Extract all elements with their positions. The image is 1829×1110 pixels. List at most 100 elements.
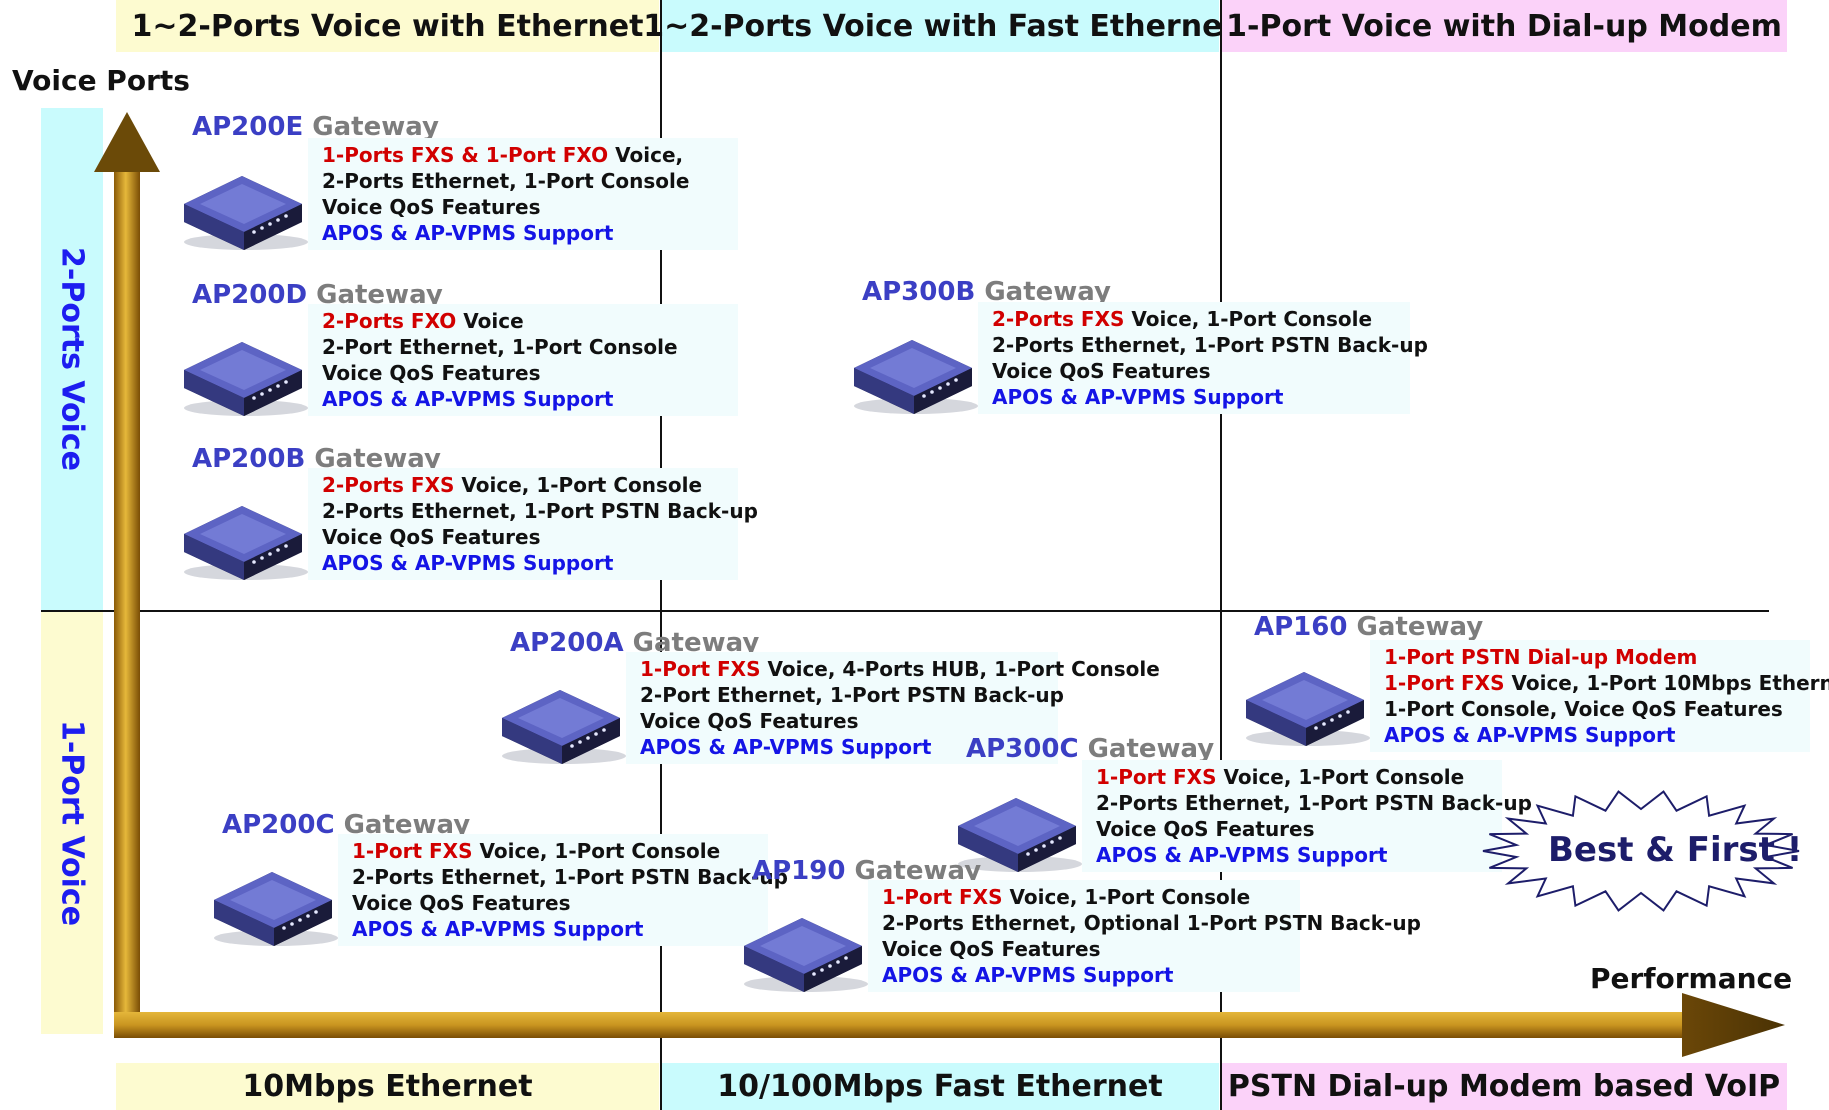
spec-segment: Voice [456, 309, 524, 333]
product-spec-line: 2-Ports FXS Voice, 1-Port Console [992, 306, 1396, 332]
product-title: AP200B Gateway [192, 444, 441, 474]
x-axis-shaft [114, 1012, 1684, 1038]
gateway-device-icon [214, 872, 338, 946]
spec-segment: 2-Ports FXS [992, 307, 1125, 331]
y-axis-label: Voice Ports [12, 64, 190, 97]
spec-segment: Voice QoS Features [992, 359, 1211, 383]
product-spec-line: 1-Port FXS Voice, 4-Ports HUB, 1-Port Co… [640, 656, 1160, 682]
spec-segment: 2-Ports Ethernet, 1-Port PSTN Back-up [322, 499, 758, 523]
spec-segment: APOS & AP-VPMS Support [882, 963, 1174, 987]
product-description: 1-Ports FXS & 1-Port FXO Voice,2-Ports E… [308, 138, 738, 250]
spec-segment: Voice QoS Features [322, 525, 541, 549]
divider-line-2 [1220, 0, 1222, 1110]
spec-segment: 1-Port FXS [1384, 671, 1505, 695]
product-spec-line: 2-Ports Ethernet, 1-Port Console [322, 168, 724, 194]
spec-segment: 1-Ports FXS & 1-Port FXO [322, 143, 609, 167]
top-band-fast-ethernet: 1~2-Ports Voice with Fast Ethernet [643, 0, 1237, 52]
product-model: AP200E [192, 112, 304, 142]
top-band-dialup: 1-Port Voice with Dial-up Modem [1221, 0, 1787, 52]
product-spec-line: 2-Ports Ethernet, 1-Port PSTN Back-up [322, 498, 758, 524]
spec-segment: Voice QoS Features [882, 937, 1101, 961]
spec-segment: 2-Ports Ethernet, 1-Port PSTN Back-up [1096, 791, 1532, 815]
gateway-device-icon [744, 918, 868, 992]
spec-segment: 2-Ports Ethernet, Optional 1-Port PSTN B… [882, 911, 1421, 935]
product-model: AP200D [192, 280, 308, 310]
spec-segment: 2-Ports Ethernet, 1-Port PSTN Back-up [352, 865, 788, 889]
spec-segment: Voice, 1-Port Console [1124, 307, 1373, 331]
product-model: AP190 [752, 856, 846, 886]
spec-segment: 1-Port FXS [640, 657, 761, 681]
spec-segment: Voice, 1-Port Console [472, 839, 721, 863]
bottom-band-ethernet: 10Mbps Ethernet [116, 1063, 659, 1110]
product-spec-line: APOS & AP-VPMS Support [352, 916, 754, 942]
product-spec-line: 1-Ports FXS & 1-Port FXO Voice, [322, 142, 724, 168]
product-spec-line: 1-Port FXS Voice, 1-Port Console [1096, 764, 1488, 790]
spec-segment: 2-Ports FXO [322, 309, 457, 333]
bottom-band-ethernet-label: 10Mbps Ethernet [242, 1069, 533, 1104]
gateway-device-icon [1246, 672, 1370, 746]
product-gateway-word: Gateway [312, 112, 439, 142]
bottom-band-dialup: PSTN Dial-up Modem based VoIP [1221, 1063, 1787, 1110]
product-spec-line: Voice QoS Features [322, 194, 724, 220]
product-model: AP300B [862, 277, 976, 307]
product-spec-line: Voice QoS Features [882, 936, 1286, 962]
spec-segment: 1-Port Console, Voice QoS Features [1384, 697, 1783, 721]
side-band-1-port-voice: 1-Port Voice [41, 612, 103, 1034]
spec-segment: 2-Ports FXS [322, 473, 455, 497]
y-axis-shaft [114, 170, 140, 1038]
product-spec-line: 1-Port FXS Voice, 1-Port 10Mbps Ethernet [1384, 670, 1829, 696]
x-axis-label: Performance [1590, 962, 1793, 995]
product-spec-line: APOS & AP-VPMS Support [322, 386, 724, 412]
bottom-band-dialup-label: PSTN Dial-up Modem based VoIP [1227, 1069, 1781, 1104]
product-model: AP160 [1254, 612, 1348, 642]
best-first-burst-icon [1482, 790, 1800, 912]
spec-segment: 2-Ports Ethernet, 1-Port Console [322, 169, 690, 193]
product-description: 1-Port FXS Voice, 4-Ports HUB, 1-Port Co… [626, 652, 1160, 764]
product-title: AP200E Gateway [192, 112, 439, 142]
product-title: AP160 Gateway [1254, 612, 1483, 642]
spec-segment: Voice, 1-Port Console [1002, 885, 1251, 909]
product-model: AP200C [222, 810, 335, 840]
product-spec-line: 2-Ports Ethernet, Optional 1-Port PSTN B… [882, 910, 1421, 936]
spec-segment: 1-Port FXS [352, 839, 473, 863]
gateway-device-icon [958, 798, 1082, 872]
spec-segment: APOS & AP-VPMS Support [640, 735, 932, 759]
top-band-ethernet-label: 1~2-Ports Voice with Ethernet [131, 8, 644, 44]
product-spec-line: APOS & AP-VPMS Support [640, 734, 1044, 760]
spec-segment: APOS & AP-VPMS Support [322, 221, 614, 245]
spec-segment: APOS & AP-VPMS Support [1384, 723, 1676, 747]
spec-segment: 1-Port FXS [882, 885, 1003, 909]
spec-segment: 1-Port FXS [1096, 765, 1217, 789]
product-title: AP300C Gateway [966, 734, 1214, 764]
product-spec-line: 2-Port Ethernet, 1-Port PSTN Back-up [640, 682, 1064, 708]
product-spec-line: APOS & AP-VPMS Support [1384, 722, 1796, 748]
x-axis-arrowhead [1682, 993, 1785, 1057]
top-band-fast-ethernet-label: 1~2-Ports Voice with Fast Ethernet [643, 8, 1237, 44]
product-spec-line: Voice QoS Features [992, 358, 1396, 384]
divider-line-horizontal [41, 610, 1769, 612]
product-spec-line: APOS & AP-VPMS Support [882, 962, 1286, 988]
product-model: AP300C [966, 734, 1079, 764]
product-spec-line: 1-Port FXS Voice, 1-Port Console [352, 838, 754, 864]
spec-segment: Voice, 1-Port 10Mbps Ethernet [1504, 671, 1829, 695]
spec-segment: Voice QoS Features [322, 195, 541, 219]
gateway-device-icon [184, 342, 308, 416]
spec-segment: Voice QoS Features [1096, 817, 1315, 841]
product-spec-line: Voice QoS Features [322, 360, 724, 386]
spec-segment: 2-Port Ethernet, 1-Port PSTN Back-up [640, 683, 1064, 707]
spec-segment: Voice, 1-Port Console [454, 473, 703, 497]
bottom-band-fast-ethernet: 10/100Mbps Fast Ethernet [661, 1063, 1219, 1110]
product-spec-line: Voice QoS Features [640, 708, 1044, 734]
product-spec-line: 1-Port FXS Voice, 1-Port Console [882, 884, 1286, 910]
product-spec-line: 2-Ports FXO Voice [322, 308, 724, 334]
spec-segment: Voice QoS Features [640, 709, 859, 733]
spec-segment: APOS & AP-VPMS Support [352, 917, 644, 941]
bottom-band-fast-ethernet-label: 10/100Mbps Fast Ethernet [717, 1069, 1163, 1104]
top-band-ethernet: 1~2-Ports Voice with Ethernet [116, 0, 659, 52]
